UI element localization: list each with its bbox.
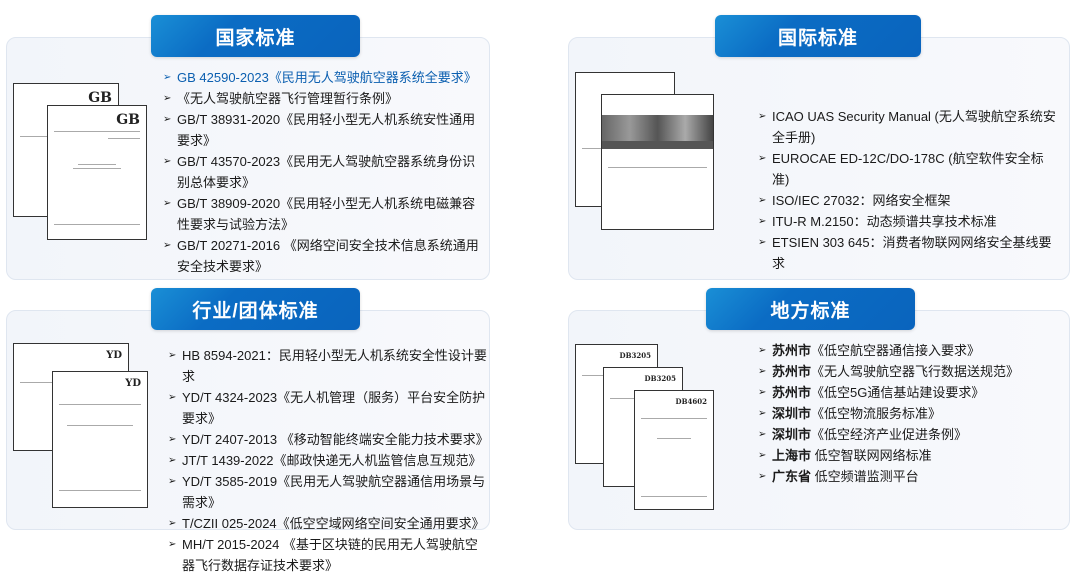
- arrow-bullet-icon: ➢: [168, 350, 177, 361]
- list-item: ➢苏州市《低空5G通信基站建设要求》: [758, 382, 1058, 403]
- arrow-bullet-icon: ➢: [758, 366, 767, 377]
- arrow-bullet-icon: ➢: [758, 345, 767, 356]
- list-item: ➢深圳市《低空物流服务标准》: [758, 403, 1058, 424]
- arrow-bullet-icon: ➢: [163, 156, 172, 167]
- arrow-bullet-icon: ➢: [758, 471, 767, 482]
- arrow-bullet-icon: ➢: [758, 153, 767, 164]
- list-item: ➢ISO/IEC 27032：网络安全框架: [758, 190, 1058, 211]
- arrow-bullet-icon: ➢: [758, 450, 767, 461]
- arrow-bullet-icon: ➢: [168, 392, 177, 403]
- list-item: ➢上海市 低空智联网网络标准: [758, 445, 1058, 466]
- list-item: ➢《无人驾驶航空器飞行管理暂行条例》: [163, 88, 483, 109]
- arrow-bullet-icon: ➢: [758, 429, 767, 440]
- local-standards-list: ➢苏州市《低空航空器通信接入要求》 ➢苏州市《无人驾驶航空器飞行数据送规范》 ➢…: [758, 340, 1058, 487]
- list-item: ➢ETSIEN 303 645：消费者物联网网络安全基线要求: [758, 232, 1058, 274]
- list-item: ➢苏州市《无人驾驶航空器飞行数据送规范》: [758, 361, 1058, 382]
- arrow-bullet-icon: ➢: [168, 539, 177, 550]
- db-document-thumbnail: DB4602: [634, 390, 714, 510]
- national-standards-list: ➢GB 42590-2023《民用无人驾驶航空器系统全要求》 ➢《无人驾驶航空器…: [163, 67, 483, 277]
- arrow-bullet-icon: ➢: [758, 408, 767, 419]
- arrow-bullet-icon: ➢: [758, 237, 767, 248]
- list-item: ➢ICAO UAS Security Manual (无人驾驶航空系统安全手册): [758, 106, 1058, 148]
- list-item: ➢T/CZII 025-2024《低空空域网络空间安全通用要求》: [168, 513, 488, 534]
- arrow-bullet-icon: ➢: [758, 111, 767, 122]
- international-standards-title: 国际标准: [715, 15, 921, 57]
- list-item: ➢GB 42590-2023《民用无人驾驶航空器系统全要求》: [163, 67, 483, 88]
- arrow-bullet-icon: ➢: [168, 518, 177, 529]
- list-item: ➢JT/T 1439-2022《邮政快递无人机监管信息互规范》: [168, 450, 488, 471]
- arrow-bullet-icon: ➢: [168, 476, 177, 487]
- list-item: ➢GB/T 20271-2016 《网络空间安全技术信息系统通用安全技术要求》: [163, 235, 483, 277]
- list-item: ➢GB/T 38931-2020《民用轻小型无人机系统安性通用要求》: [163, 109, 483, 151]
- list-item: ➢深圳市《低空经济产业促进条例》: [758, 424, 1058, 445]
- arrow-bullet-icon: ➢: [758, 387, 767, 398]
- list-item: ➢HB 8594-2021：民用轻小型无人机系统安全性设计要求: [168, 345, 488, 387]
- iso-document-thumbnail: [601, 94, 714, 230]
- list-item: ➢GB/T 38909-2020《民用轻小型无人机系统电磁兼容性要求与试验方法》: [163, 193, 483, 235]
- arrow-bullet-icon: ➢: [758, 195, 767, 206]
- arrow-bullet-icon: ➢: [163, 93, 172, 104]
- list-item: ➢苏州市《低空航空器通信接入要求》: [758, 340, 1058, 361]
- yd-document-thumbnail: YD: [52, 371, 148, 508]
- list-item: ➢ITU-R M.2150：动态频谱共享技术标准: [758, 211, 1058, 232]
- list-item: ➢YD/T 2407-2013 《移动智能终端安全能力技术要求》: [168, 429, 489, 450]
- arrow-bullet-icon: ➢: [163, 198, 172, 209]
- gb-document-thumbnail: GB: [47, 105, 147, 240]
- industry-standards-title: 行业/团体标准: [151, 288, 360, 330]
- list-item: ➢YD/T 4324-2023《无人机管理（服务）平台安全防护要求》: [168, 387, 488, 429]
- list-item: ➢广东省 低空频谱监测平台: [758, 466, 1058, 487]
- arrow-bullet-icon: ➢: [168, 434, 177, 445]
- local-standards-title: 地方标准: [706, 288, 915, 330]
- arrow-bullet-icon: ➢: [163, 114, 172, 125]
- list-item: ➢GB/T 43570-2023《民用无人驾驶航空器系统身份识别总体要求》: [163, 151, 483, 193]
- arrow-bullet-icon: ➢: [163, 240, 172, 251]
- list-item: ➢YD/T 3585-2019《民用无人驾驶航空器通信用场景与需求》: [168, 471, 488, 513]
- national-standards-title: 国家标准: [151, 15, 360, 57]
- arrow-bullet-icon: ➢: [163, 72, 172, 83]
- arrow-bullet-icon: ➢: [168, 455, 177, 466]
- international-standards-list: ➢ICAO UAS Security Manual (无人驾驶航空系统安全手册)…: [758, 106, 1058, 274]
- arrow-bullet-icon: ➢: [758, 216, 767, 227]
- industry-standards-list: ➢HB 8594-2021：民用轻小型无人机系统安全性设计要求 ➢YD/T 43…: [168, 345, 489, 576]
- list-item: ➢MH/T 2015-2024 《基于区块链的民用无人驾驶航空器飞行数据存证技术…: [168, 534, 488, 576]
- list-item: ➢EUROCAE ED-12C/DO-178C (航空软件安全标准): [758, 148, 1058, 190]
